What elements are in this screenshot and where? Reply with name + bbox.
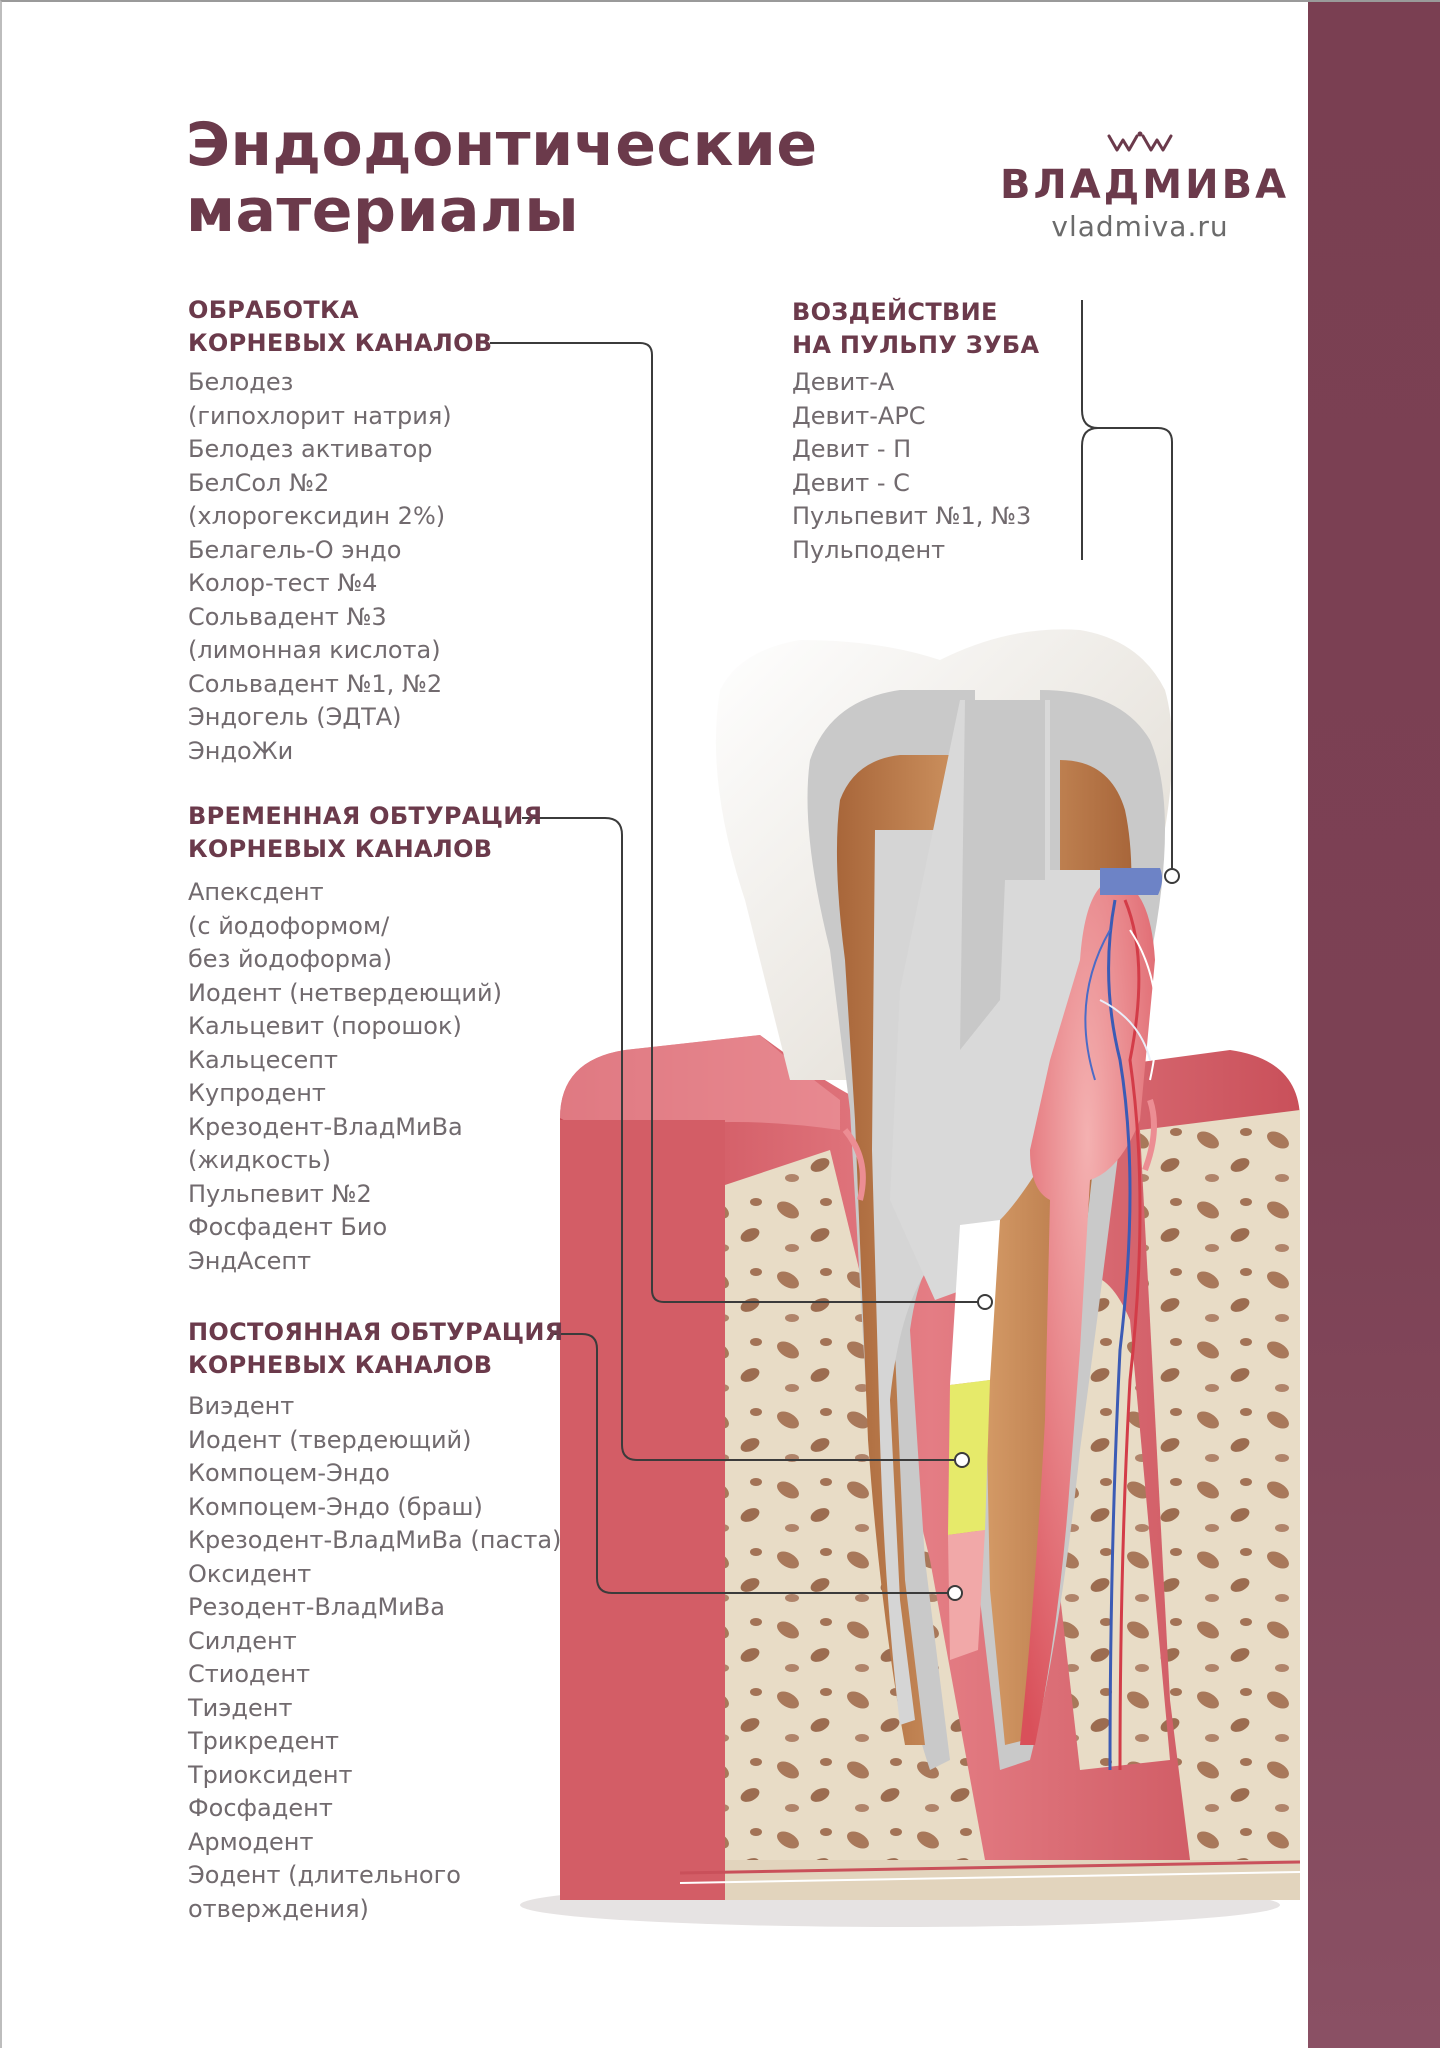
list-item: БелСол №2 — [188, 468, 330, 497]
list-item: Армодент — [188, 1827, 314, 1856]
brand-logo: ВЛАДМИВА vladmiva.ru — [1000, 130, 1290, 243]
list-item: Пульпевит №2 — [188, 1179, 372, 1208]
brand-name: ВЛАДМИВА — [1000, 162, 1290, 208]
list-item: без йодоформа) — [188, 945, 393, 973]
list-item: Силдент — [188, 1626, 297, 1655]
brand-url: vladmiva.ru — [1051, 210, 1229, 243]
section-title-processing-line2: КОРНЕВЫХ КАНАЛОВ — [188, 329, 493, 357]
list-item: Трикредент — [188, 1727, 340, 1755]
list-item: (хлорогексидин 2%) — [188, 502, 446, 530]
list-item: Иодент (твердеющий) — [188, 1425, 472, 1454]
list-item: Купродент — [188, 1079, 326, 1107]
list-item: Фосфадент Био — [188, 1213, 388, 1241]
list-item: Иодент (нетвердеющий) — [188, 978, 502, 1007]
list-item: Крезодент-ВладМиВа — [188, 1112, 463, 1141]
section-title-permanent-line2: КОРНЕВЫХ КАНАЛОВ — [188, 1351, 493, 1379]
list-item: Пульподент — [792, 535, 946, 564]
list-item: (жидкость) — [188, 1146, 332, 1174]
list-item: Сольвадент №1, №2 — [188, 669, 443, 698]
section-title-temporary-line2: КОРНЕВЫХ КАНАЛОВ — [188, 835, 493, 863]
list-item: Пульпевит №1, №3 — [792, 502, 1032, 530]
vladmiva-logo-icon — [1107, 131, 1173, 152]
processing-material-list: Белодез (гипохлорит натрия) Белодез акти… — [188, 366, 452, 768]
permanent-material-list: Виэдент Иодент (твердеющий) Компоцем-Энд… — [188, 1390, 561, 1926]
section-title-pulp-line2: НА ПУЛЬПУ ЗУБА — [792, 331, 1040, 359]
section-title-pulp: ВОЗДЕЙСТВИЕ НА ПУЛЬПУ ЗУБА — [792, 296, 1039, 362]
list-item: Девит-АРС — [792, 401, 926, 430]
section-title-temporary: ВРЕМЕННАЯ ОБТУРАЦИЯ КОРНЕВЫХ КАНАЛОВ — [188, 800, 542, 866]
list-item: Тиэдент — [188, 1693, 293, 1722]
list-item: Кальцевит (порошок) — [188, 1012, 462, 1040]
list-item: Эодент (длительного — [188, 1861, 461, 1889]
list-item: Компоцем-Эндо (браш) — [188, 1492, 483, 1521]
pulp-material-list: Девит-А Девит-АРС Девит - П Девит - С Пу… — [792, 366, 1031, 567]
list-item: (лимонная кислота) — [188, 636, 441, 664]
page-title-line2: материалы — [186, 176, 580, 246]
section-title-permanent: ПОСТОЯННАЯ ОБТУРАЦИЯ КОРНЕВЫХ КАНАЛОВ — [188, 1316, 564, 1382]
section-title-processing-line1: ОБРАБОТКА — [188, 296, 359, 324]
page-title: Эндодонтические материалы — [186, 112, 818, 244]
section-title-pulp-line1: ВОЗДЕЙСТВИЕ — [792, 298, 998, 326]
list-item: Сольвадент №3 — [188, 602, 387, 631]
list-item: Белодез активатор — [188, 435, 433, 463]
page-title-line1: Эндодонтические — [186, 110, 818, 180]
section-title-processing: ОБРАБОТКА КОРНЕВЫХ КАНАЛОВ — [188, 294, 492, 360]
list-item: Фосфадент — [188, 1794, 333, 1822]
list-item: ЭндАсепт — [188, 1246, 312, 1275]
list-item: (с йодоформом/ — [188, 911, 390, 940]
list-item: ЭндоЖи — [188, 736, 294, 765]
list-item: отверждения) — [188, 1894, 369, 1923]
list-item: Эндогель (ЭДТА) — [188, 703, 402, 731]
list-item: Компоцем-Эндо — [188, 1459, 390, 1487]
list-item: Резодент-ВладМиВа — [188, 1593, 445, 1621]
list-item: Девит-А — [792, 368, 895, 396]
list-item: Колор-тест №4 — [188, 569, 378, 597]
list-item: Белагель-О эндо — [188, 535, 402, 564]
list-item: Апексдент — [188, 878, 324, 906]
list-item: Оксидент — [188, 1559, 312, 1588]
list-item: Белодез — [188, 368, 294, 396]
list-item: Виэдент — [188, 1392, 295, 1420]
temporary-material-list: Апексдент (с йодоформом/ без йодоформа) … — [188, 876, 502, 1278]
section-title-temporary-line1: ВРЕМЕННАЯ ОБТУРАЦИЯ — [188, 802, 543, 830]
list-item: Триоксидент — [188, 1760, 353, 1789]
section-title-permanent-line1: ПОСТОЯННАЯ ОБТУРАЦИЯ — [188, 1318, 564, 1346]
list-item: (гипохлорит натрия) — [188, 401, 452, 430]
side-color-band — [1308, 0, 1440, 2048]
list-item: Крезодент-ВладМиВа (паста) — [188, 1526, 562, 1554]
list-item: Девит - П — [792, 435, 912, 463]
list-item: Стиодент — [188, 1660, 311, 1688]
list-item: Девит - С — [792, 468, 910, 497]
list-item: Кальцесепт — [188, 1045, 338, 1074]
